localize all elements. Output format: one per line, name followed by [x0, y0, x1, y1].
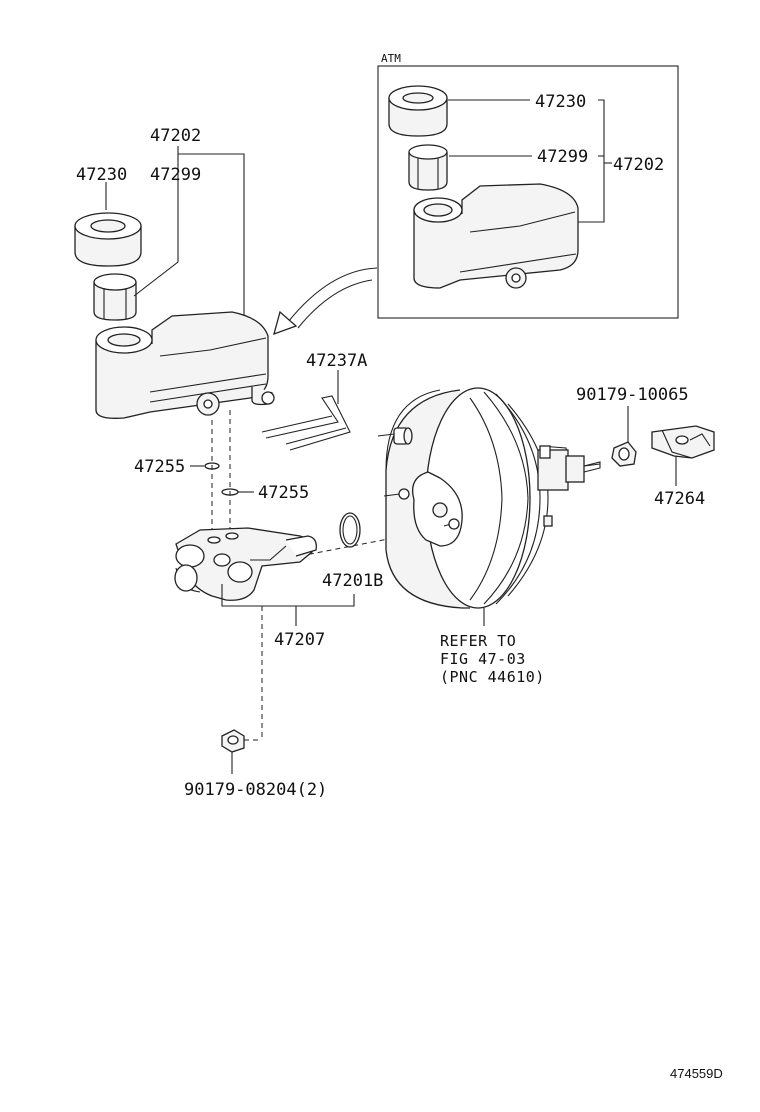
brake-booster — [377, 387, 601, 609]
label-47202-main: 47202 — [150, 126, 201, 146]
arrow-inset-to-reservoir — [273, 267, 378, 336]
label-47207: 47207 — [274, 630, 325, 650]
reference-line-2: FIG 47-03 — [440, 650, 526, 668]
reference-line-1: REFER TO — [440, 632, 516, 650]
inset-label: ATM — [381, 52, 401, 65]
label-47230-inset: 47230 — [535, 92, 586, 112]
master-cylinder — [174, 527, 317, 601]
label-47299-inset: 47299 — [537, 147, 588, 167]
inset-filter — [408, 144, 448, 191]
bracket-47264 — [651, 425, 715, 459]
label-47255-a: 47255 — [134, 457, 185, 477]
pin-47237A — [261, 395, 351, 451]
nut-90179-10065 — [611, 441, 637, 467]
label-47299-main: 47299 — [150, 165, 201, 185]
label-47230-main: 47230 — [76, 165, 127, 185]
main-cap — [74, 212, 142, 267]
inset-cap — [388, 85, 448, 137]
inset-frame — [377, 65, 679, 319]
inset-reservoir — [413, 183, 579, 289]
label-47255-b: 47255 — [258, 483, 309, 503]
label-90179-10065: 90179-10065 — [576, 385, 689, 405]
label-47202-inset: 47202 — [613, 155, 664, 175]
main-reservoir — [95, 311, 275, 419]
reference-line-3: (PNC 44610) — [440, 668, 545, 686]
o-ring-47201B — [339, 512, 361, 548]
label-47264: 47264 — [654, 489, 705, 509]
atm-inset: ATM 47230 47299 — [377, 52, 679, 319]
label-47237A: 47237A — [306, 351, 367, 371]
figure-id: 474559D — [670, 1066, 723, 1081]
main-filter — [93, 273, 137, 321]
label-90179-08204: 90179-08204(2) — [184, 780, 327, 800]
nut-90179-08204 — [221, 729, 262, 753]
label-47201B: 47201B — [322, 571, 383, 591]
